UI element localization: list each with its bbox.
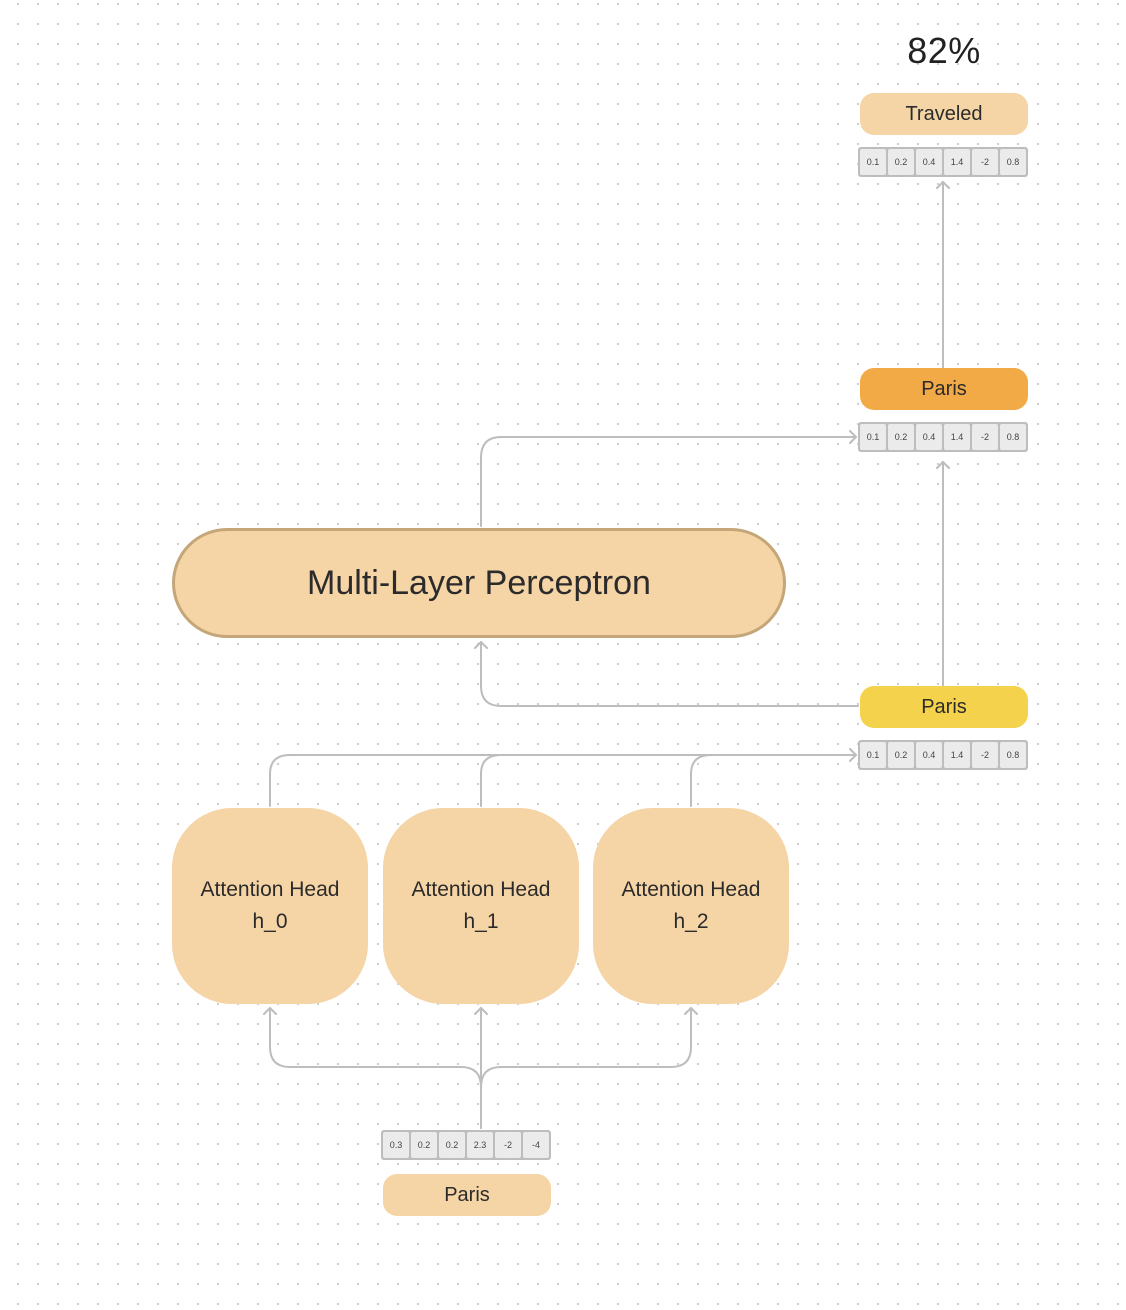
- probability-label: 82%: [907, 30, 981, 71]
- vector-cell: -2: [972, 424, 998, 450]
- wire-mlp-to-residual: [480, 430, 857, 527]
- vector-cell: -2: [972, 149, 998, 175]
- attention-head-0: Attention Head h_0: [172, 808, 368, 1004]
- vector-cell: 0.2: [439, 1132, 465, 1158]
- attention-head-title: Attention Head: [621, 878, 761, 901]
- mlp-output-vector: 0.1 0.2 0.4 1.4 -2 0.8: [858, 422, 1028, 452]
- attention-head-title: Attention Head: [411, 878, 551, 901]
- vector-cell: 0.3: [383, 1132, 409, 1158]
- attention-head-2: Attention Head h_2: [593, 808, 789, 1004]
- vector-cell: 0.8: [1000, 424, 1026, 450]
- output-vector: 0.1 0.2 0.4 1.4 -2 0.8: [858, 147, 1028, 177]
- attention-output-vector: 0.1 0.2 0.4 1.4 -2 0.8: [858, 740, 1028, 770]
- vector-cell: 2.3: [467, 1132, 493, 1158]
- output-token: Traveled: [860, 93, 1028, 135]
- attention-output-token: Paris: [860, 686, 1028, 728]
- wire-residual-to-mlp: [474, 641, 859, 707]
- wire-head-0-to-residual: [269, 748, 857, 807]
- vector-cell: 1.4: [944, 149, 970, 175]
- input-token: Paris: [383, 1174, 551, 1216]
- vector-cell: -2: [495, 1132, 521, 1158]
- attention-head-1: Attention Head h_1: [383, 808, 579, 1004]
- wire-input-to-head-2: [480, 1007, 698, 1088]
- vector-cell: -2: [972, 742, 998, 768]
- mlp-block: Multi-Layer Perceptron: [172, 528, 786, 638]
- vector-cell: 0.8: [1000, 742, 1026, 768]
- vector-cell: 0.4: [916, 424, 942, 450]
- attention-head-id: h_0: [252, 910, 288, 933]
- attention-head-id: h_2: [673, 910, 709, 933]
- vector-cell: 0.2: [888, 742, 914, 768]
- vector-cell: 1.4: [944, 424, 970, 450]
- mlp-output-token: Paris: [860, 368, 1028, 410]
- vector-cell: 0.4: [916, 742, 942, 768]
- wire-head-1-to-residual: [480, 754, 502, 807]
- input-vector: 0.3 0.2 0.2 2.3 -2 -4: [381, 1130, 551, 1160]
- vector-cell: 0.8: [1000, 149, 1026, 175]
- wire-head-2-to-residual: [690, 754, 712, 807]
- wire-input-to-head-0: [263, 1007, 482, 1129]
- vector-cell: -4: [523, 1132, 549, 1158]
- vector-cell: 1.4: [944, 742, 970, 768]
- vector-cell: 0.1: [860, 742, 886, 768]
- vector-cell: 0.1: [860, 149, 886, 175]
- vector-cell: 0.2: [888, 424, 914, 450]
- vector-cell: 0.4: [916, 149, 942, 175]
- vector-cell: 0.1: [860, 424, 886, 450]
- vector-cell: 0.2: [888, 149, 914, 175]
- attention-head-id: h_1: [463, 910, 499, 933]
- attention-head-title: Attention Head: [200, 878, 340, 901]
- vector-cell: 0.2: [411, 1132, 437, 1158]
